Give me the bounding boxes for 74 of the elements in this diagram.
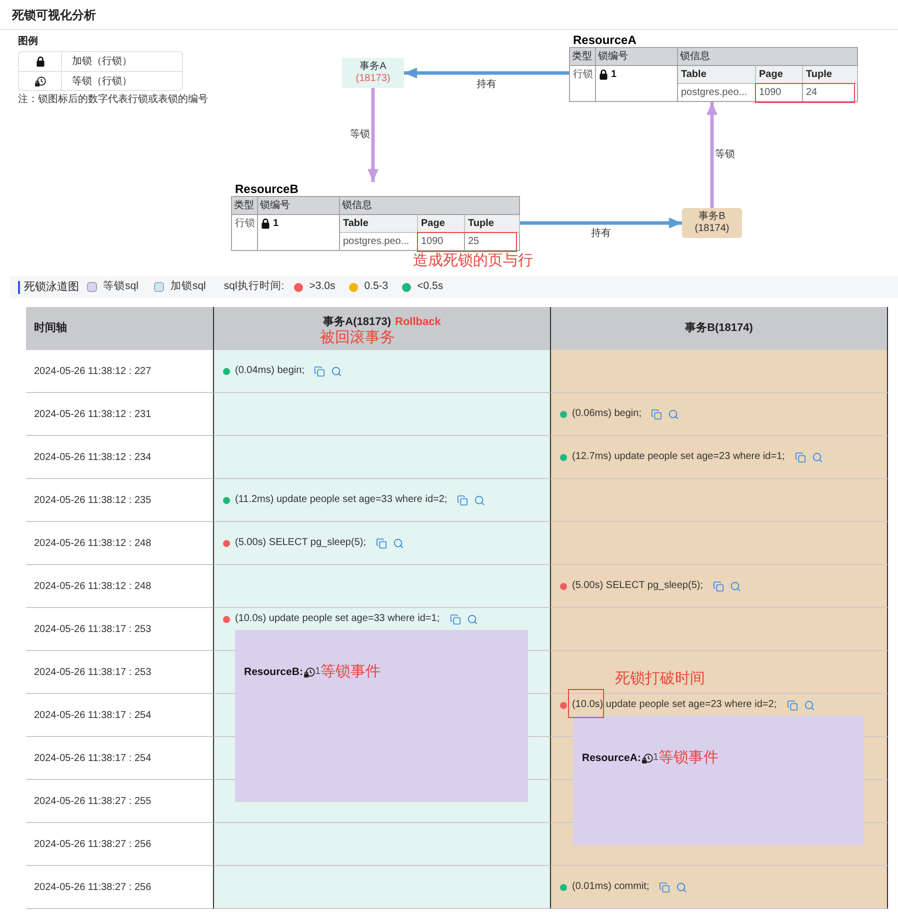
legend-heading: sql执行时间: <box>224 279 284 294</box>
edge-label: 持有 <box>476 79 498 91</box>
sql-statement: (0.01ms) commit; <box>572 880 650 894</box>
sql-statement: (5.00s) SELECT pg_sleep(5); <box>235 536 366 550</box>
transaction-box <box>342 58 404 88</box>
resource-name: ResourceA: <box>582 751 641 765</box>
header-cell: Table <box>340 215 418 233</box>
sql-statement: (0.06ms) begin; <box>572 407 642 421</box>
transaction-name: 事务A <box>360 61 386 73</box>
column-title: 事务A(18173) <box>323 314 391 328</box>
transaction-id: (18173) <box>356 73 390 85</box>
header-cell: Tuple <box>803 66 858 84</box>
table-cell: 1090 <box>418 233 465 251</box>
table-title: ResourceA <box>573 33 636 47</box>
annotation: 造成死锁的页与行 <box>413 252 533 270</box>
annotation: 等锁事件 <box>320 663 380 681</box>
section-title: 死锁泳道图 <box>24 280 79 295</box>
edge-label: 等锁 <box>349 129 371 141</box>
lock-number: 1 <box>652 751 658 765</box>
sql-statement: (10.0s) update people set age=23 where id=2; <box>572 698 777 712</box>
arrow <box>404 68 569 78</box>
legend-text: 等锁（行锁） <box>61 72 182 90</box>
table-cell: 1090 <box>756 84 803 102</box>
lock-number: 1 <box>314 665 320 679</box>
legend-text: 0.5-3 <box>364 279 388 294</box>
status-tag: Rollback <box>395 314 441 328</box>
header-cell: 锁编号 <box>258 197 340 215</box>
sql-statement: (11.2ms) update people set age=33 where id=2; <box>235 493 448 507</box>
lock-event-box <box>235 630 528 802</box>
edge-label: 等锁 <box>714 149 736 161</box>
table-cell: 行锁 <box>570 66 596 102</box>
sql-statement: (12.7ms) update people set age=23 where id=1; <box>572 450 785 464</box>
lock-event-box <box>573 716 864 845</box>
sql-statement: (5.00s) SELECT pg_sleep(5); <box>572 579 703 593</box>
resource-node <box>231 182 520 251</box>
legend-text: 加锁（行锁） <box>61 52 182 71</box>
annotation: 死锁打破时间 <box>615 670 705 688</box>
resource-node <box>569 33 858 102</box>
page-title: 死锁可视化分析 <box>12 6 96 24</box>
table-cell: 24 <box>803 84 858 102</box>
header-cell: 锁编号 <box>596 48 678 66</box>
arrow <box>520 218 682 228</box>
column-header: 事务B(18174) <box>550 307 888 350</box>
annotation: 被回滚事务 <box>320 328 396 346</box>
sql-statement: (10.0s) update people set age=33 where id=1; <box>235 612 440 626</box>
header-cell: Page <box>756 66 803 84</box>
table-cell: 25 <box>465 233 520 251</box>
legend-title: 图例 <box>18 35 38 48</box>
table-cell: 行锁 <box>232 215 258 251</box>
lock-number: 1 <box>273 218 279 230</box>
arrow <box>706 102 718 208</box>
transaction-name: 事务B <box>698 211 726 223</box>
transaction-id: (18174) <box>694 223 730 235</box>
legend-text: >3.0s <box>309 279 336 294</box>
header-cell: Page <box>418 215 465 233</box>
header-cell: Tuple <box>465 215 520 233</box>
header-cell: Table <box>678 66 756 84</box>
header-cell: 锁信息 <box>678 48 858 66</box>
sql-statement: (0.04ms) begin; <box>235 364 304 378</box>
edge-label: 持有 <box>590 228 612 240</box>
transaction-box <box>682 208 742 238</box>
column-header: 时间轴 <box>26 307 213 350</box>
resource-name: ResourceB: <box>244 665 303 679</box>
annotation: 等锁事件 <box>658 749 718 767</box>
header-cell: 类型 <box>232 197 258 215</box>
table-title: ResourceB <box>235 182 298 196</box>
legend-text: <0.5s <box>417 279 444 294</box>
legend-text: 加锁sql <box>170 279 206 294</box>
legend-text: 等锁sql <box>103 279 138 294</box>
lock-number: 1 <box>611 69 617 81</box>
note: 注：锁图标后的数字代表行锁或表锁的编号 <box>18 93 208 106</box>
arrow <box>368 88 378 182</box>
header-cell: 锁信息 <box>340 197 520 215</box>
header-cell: 类型 <box>570 48 596 66</box>
